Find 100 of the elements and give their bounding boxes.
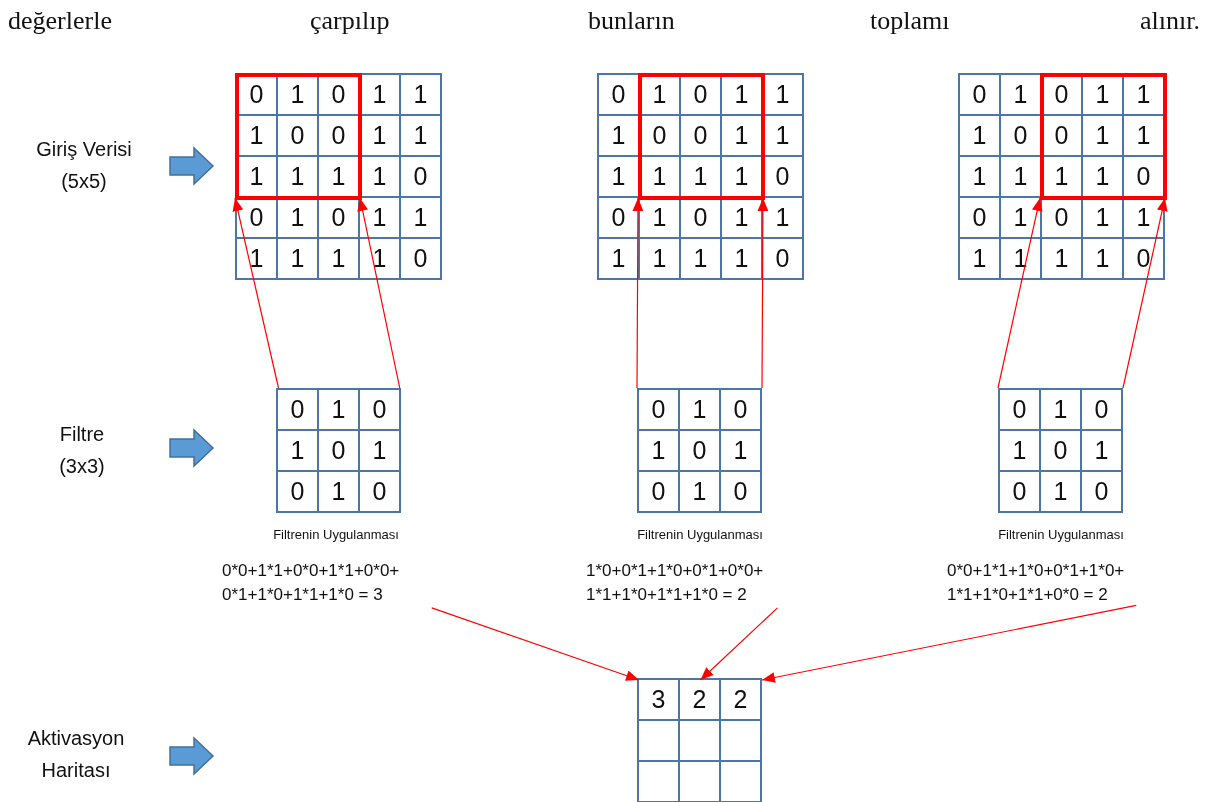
number-matrix: [276, 388, 401, 513]
matrix-cell: 1: [722, 239, 763, 280]
matrix-cell: 1: [319, 390, 360, 431]
matrix-cell: 1: [640, 198, 681, 239]
matrix-cell: 1: [319, 157, 360, 198]
matrix-cell: 1: [722, 157, 763, 198]
matrix-cell: 0: [1042, 198, 1083, 239]
matrix-cell: 0: [681, 75, 722, 116]
matrix-cell: 1: [1083, 157, 1124, 198]
matrix-cell: 3: [639, 680, 680, 721]
matrix-cell: 0: [721, 472, 762, 513]
matrix-cell: 1: [360, 239, 401, 280]
matrix-cell: 1: [1082, 431, 1123, 472]
matrix-cell: 0: [681, 116, 722, 157]
header-word: toplamı: [870, 6, 950, 36]
arrow: [357, 197, 401, 389]
matrix-cell: 0: [1000, 390, 1041, 431]
matrix-cell: 1: [1124, 75, 1165, 116]
matrix-cell: 0: [319, 116, 360, 157]
matrix-cell: 0: [960, 198, 1001, 239]
matrix-cell: 0: [278, 472, 319, 513]
matrix-cell: 1: [599, 116, 640, 157]
activation-map-matrix: [637, 678, 762, 802]
matrix-cell: 0: [278, 390, 319, 431]
matrix-cell: 0: [319, 75, 360, 116]
matrix-cell: 1: [319, 239, 360, 280]
computation-formula: 1*0+0*1+1*0+0*1+0*0+ 1*1+1*0+1*1+1*0 = 2: [586, 559, 765, 607]
matrix-cell: 1: [1042, 157, 1083, 198]
matrix-cell: 0: [401, 157, 442, 198]
matrix-cell: 1: [278, 239, 319, 280]
matrix-cell: 0: [1042, 75, 1083, 116]
row-label: Aktivasyon Haritası: [26, 726, 126, 783]
matrix-cell: 1: [680, 390, 721, 431]
matrix-cell: 1: [763, 75, 804, 116]
matrix-cell: 0: [237, 198, 278, 239]
matrix-cell: 0: [237, 75, 278, 116]
matrix-cell: 1: [763, 198, 804, 239]
arrow: [1122, 197, 1168, 389]
matrix-cell: 1: [960, 239, 1001, 280]
matrix-cell: 1: [1083, 75, 1124, 116]
computation-heading: Filtrenin Uygulanması: [636, 527, 764, 543]
matrix-cell: 2: [680, 680, 721, 721]
arrow: [997, 197, 1043, 389]
matrix-cell: 1: [722, 116, 763, 157]
computation-heading: Filtrenin Uygulanması: [997, 527, 1125, 543]
header-word: değerlerle: [8, 6, 112, 36]
matrix-cell: 0: [319, 431, 360, 472]
matrix-cell: 1: [639, 431, 680, 472]
matrix-cell: 1: [1000, 431, 1041, 472]
matrix-cell: 1: [319, 472, 360, 513]
matrix-cell: 1: [360, 116, 401, 157]
matrix-cell: 0: [599, 75, 640, 116]
matrix-cell: 1: [1083, 239, 1124, 280]
number-matrix: [235, 73, 442, 280]
matrix-cell: 0: [639, 472, 680, 513]
matrix-cell: 1: [681, 239, 722, 280]
matrix-cell: 0: [319, 198, 360, 239]
matrix-cell: 0: [1082, 390, 1123, 431]
matrix-cell: 0: [763, 157, 804, 198]
matrix-cell: 1: [360, 431, 401, 472]
matrix-cell: 1: [1083, 198, 1124, 239]
empty-matrix-cell: [680, 721, 721, 762]
matrix-cell: 1: [1041, 472, 1082, 513]
matrix-cell: 1: [960, 116, 1001, 157]
matrix-cell: 1: [722, 198, 763, 239]
number-matrix: [637, 388, 762, 513]
matrix-cell: 1: [1001, 198, 1042, 239]
matrix-cell: 1: [680, 472, 721, 513]
matrix-cell: 1: [681, 157, 722, 198]
computation-formula: 0*0+1*1+1*0+0*1+1*0+ 1*1+1*0+1*1+0*0 = 2: [947, 559, 1126, 607]
empty-matrix-cell: [639, 762, 680, 802]
matrix-cell: 1: [763, 116, 804, 157]
matrix-cell: 1: [360, 157, 401, 198]
matrix-cell: 1: [360, 198, 401, 239]
computation-heading: Filtrenin Uygulanması: [272, 527, 400, 543]
arrow: [431, 607, 640, 681]
matrix-cell: 0: [360, 472, 401, 513]
matrix-cell: 0: [1001, 116, 1042, 157]
matrix-cell: 1: [640, 157, 681, 198]
matrix-cell: 0: [1042, 116, 1083, 157]
matrix-cell: 0: [278, 116, 319, 157]
row-label: Filtre (3x3): [58, 422, 106, 479]
matrix-cell: 1: [401, 116, 442, 157]
empty-matrix-cell: [680, 762, 721, 802]
matrix-cell: 1: [721, 431, 762, 472]
matrix-cell: 1: [640, 75, 681, 116]
arrow: [232, 197, 280, 389]
matrix-cell: 1: [1124, 198, 1165, 239]
matrix-cell: 0: [599, 198, 640, 239]
empty-matrix-cell: [639, 721, 680, 762]
arrow: [761, 604, 1137, 683]
matrix-cell: 0: [960, 75, 1001, 116]
matrix-cell: 0: [721, 390, 762, 431]
matrix-cell: 1: [401, 198, 442, 239]
matrix-cell: 1: [360, 75, 401, 116]
matrix-cell: 0: [640, 116, 681, 157]
matrix-cell: 0: [1082, 472, 1123, 513]
matrix-cell: 0: [763, 239, 804, 280]
matrix-cell: 1: [1001, 157, 1042, 198]
computation-formula: 0*0+1*1+0*0+1*1+0*0+ 0*1+1*0+1*1+1*0 = 3: [222, 559, 401, 607]
